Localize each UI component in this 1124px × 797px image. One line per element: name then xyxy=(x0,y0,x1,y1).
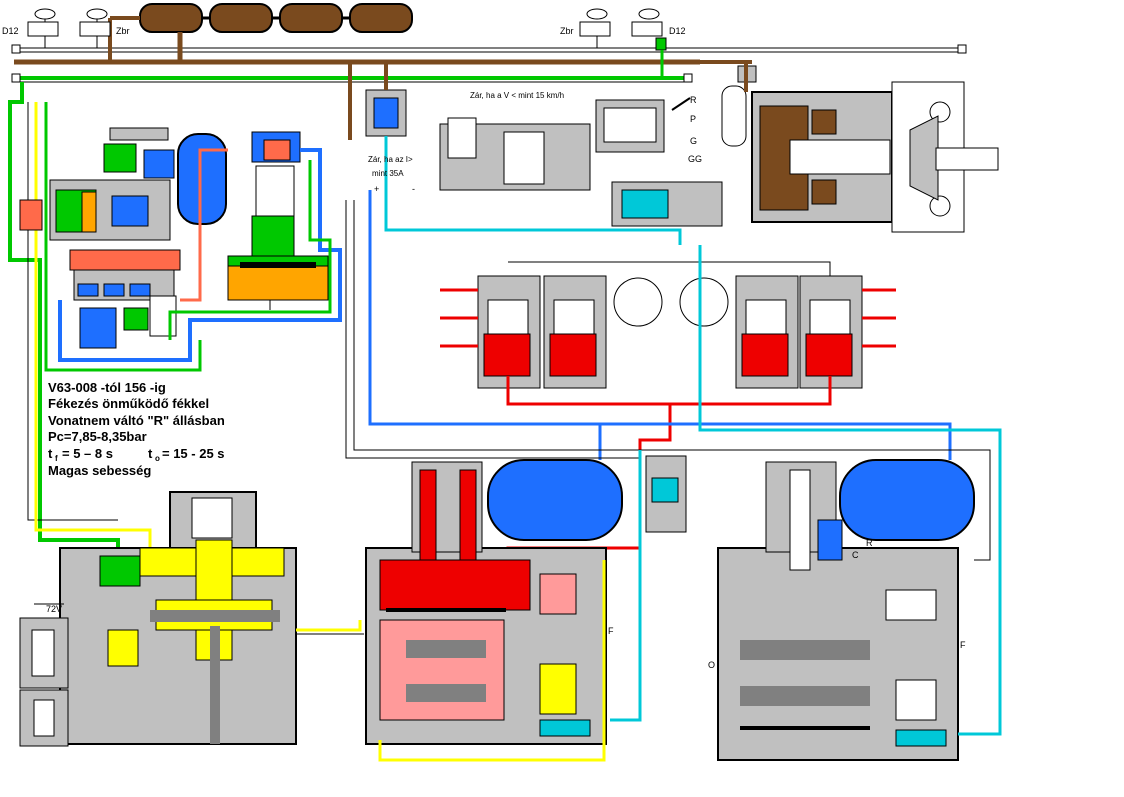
lever-pos-r: R xyxy=(690,95,697,105)
legend-line2: Fékezés önműködő fékkel xyxy=(48,396,209,411)
legend-line5: t f = 5 – 8 s t o = 15 - 25 s xyxy=(48,446,225,463)
regime-lever: R P G GG xyxy=(671,95,702,164)
left-control-valve xyxy=(19,127,227,349)
legend-line6: Magas sebesség xyxy=(48,463,151,478)
legend-line1: V63-008 -tól 156 -ig xyxy=(48,380,166,395)
svg-text:t: t xyxy=(48,446,53,461)
legend: V63-008 -tól 156 -ig Fékezés önműködő fé… xyxy=(48,380,225,478)
label-port-o: O xyxy=(708,660,715,670)
left-supply-lines xyxy=(8,82,202,560)
relay-valve-right: C R F O xyxy=(708,459,975,761)
lever-pos-gg: GG xyxy=(688,154,702,164)
label-zbr-left: Zbr xyxy=(116,26,130,36)
label-speed-switch: Zár, ha a V < mint 15 km/h xyxy=(470,91,564,100)
svg-text:f: f xyxy=(55,454,58,463)
magnet-valve-72v: 72V xyxy=(19,603,69,747)
label-zbr-right: Zbr xyxy=(560,26,574,36)
relay-valve-red: F xyxy=(365,459,623,745)
top-right-valves: Zbr D12 xyxy=(560,8,686,78)
label-port-f-right: F xyxy=(960,640,966,650)
main-reservoirs xyxy=(139,3,413,33)
label-current-switch-1: Zár, ha az I> xyxy=(368,155,413,164)
label-plus: + xyxy=(374,184,379,194)
label-port-c: C xyxy=(852,550,859,560)
label-port-r: R xyxy=(866,538,873,548)
legend-line4: Pc=7,85-8,35bar xyxy=(48,429,147,444)
svg-text:= 15 - 25 s: = 15 - 25 s xyxy=(162,446,225,461)
svg-text:= 5 – 8 s: = 5 – 8 s xyxy=(62,446,113,461)
svg-text:o: o xyxy=(155,454,160,463)
label-port-f-mid: F xyxy=(608,626,614,636)
legend-line3: Vonatnem váltó "R" állásban xyxy=(48,413,225,428)
label-d12-right: D12 xyxy=(669,26,686,36)
lever-pos-p: P xyxy=(690,114,696,124)
relay-valve-yellow xyxy=(59,491,364,745)
top-left-valves: D12 Zbr xyxy=(2,8,130,48)
label-72v: 72V xyxy=(46,604,62,614)
central-top-valves: Zár, ha a V < mint 15 km/h Zár, ha az I>… xyxy=(348,62,682,245)
label-minus: - xyxy=(412,184,415,194)
lever-pos-g: G xyxy=(690,136,697,146)
label-d12-left: D12 xyxy=(2,26,19,36)
distributor-valve xyxy=(58,131,342,362)
label-current-switch-2: mint 35A xyxy=(372,169,404,178)
connecting-pipes xyxy=(345,190,1002,762)
center-small-valve xyxy=(645,455,687,533)
brake-cylinder-assembly xyxy=(611,60,999,233)
svg-text:t: t xyxy=(148,446,153,461)
